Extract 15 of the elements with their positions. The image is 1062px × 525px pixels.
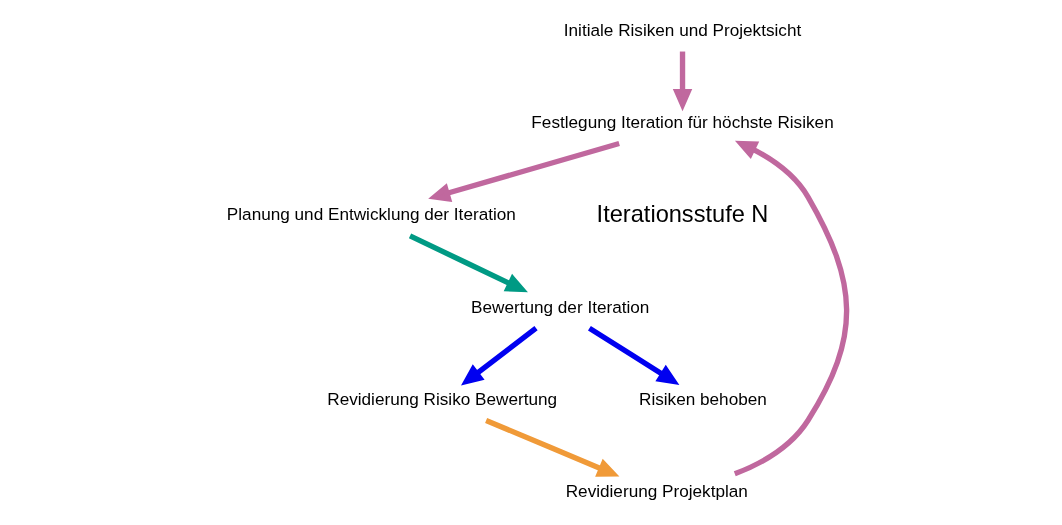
node-text: Initiale Risiken und Projektsicht xyxy=(563,19,801,40)
arrow xyxy=(427,140,620,202)
node-text: Risiken behoben xyxy=(638,389,767,409)
node-text: Revidierung Risiko Bewertung xyxy=(326,389,557,409)
node-text: Bewertung der Iteration xyxy=(470,296,649,317)
node-text: Planung und Entwicklung der Iteration xyxy=(226,204,516,225)
arrow xyxy=(587,325,679,385)
arrow xyxy=(733,140,849,477)
label: Iterationsstufe N xyxy=(596,201,768,228)
arrow xyxy=(484,417,619,477)
arrow xyxy=(408,233,528,293)
arrow xyxy=(672,51,692,112)
node-text: Festlegung Iteration für höchste Risiken xyxy=(530,112,834,133)
arrow xyxy=(460,326,538,386)
node-text: Revidierung Projektplan xyxy=(565,481,748,502)
